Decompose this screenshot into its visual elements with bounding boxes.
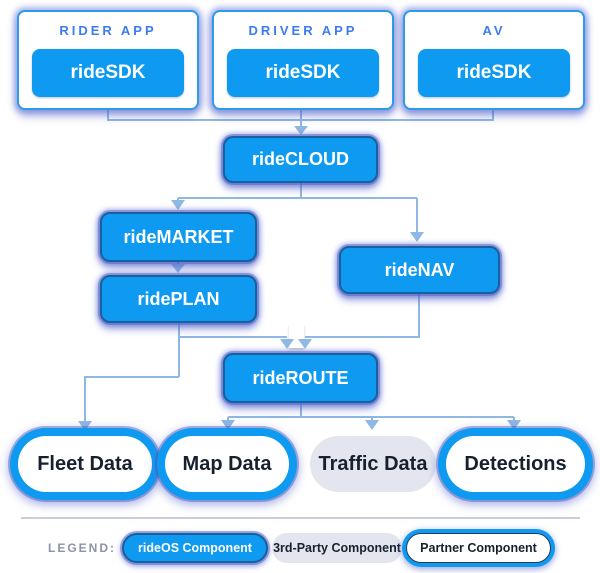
av-app-title: AV xyxy=(482,23,506,38)
node-ridenav: rideNAV xyxy=(339,246,500,294)
legend-item-rideos-component: rideOS Component xyxy=(122,533,268,563)
ridesdk-node-driver: rideSDK xyxy=(227,49,379,97)
node-ridecloud: rideCLOUD xyxy=(223,136,378,183)
node-rideplan: ridePLAN xyxy=(100,275,257,323)
legend-item-partner-component: Partner Component xyxy=(406,533,551,563)
legend-label: LEGEND: xyxy=(48,541,116,555)
node-rideroute: rideROUTE xyxy=(223,353,378,403)
legend-divider xyxy=(21,517,580,519)
app-card-av: AV rideSDK xyxy=(403,10,585,110)
ridesdk-node-av: rideSDK xyxy=(418,49,570,97)
ridesdk-node-rider: rideSDK xyxy=(32,49,184,97)
pill-map-data: Map Data xyxy=(165,436,289,492)
pill-detections: Detections xyxy=(446,436,585,492)
rider-app-title: RIDER APP xyxy=(59,23,157,38)
pill-traffic-data: Traffic Data xyxy=(310,436,436,492)
app-card-driver: DRIVER APP rideSDK xyxy=(212,10,394,110)
legend-item-third-party-component: 3rd-Party Component xyxy=(272,533,402,563)
node-ridemarket: rideMARKET xyxy=(100,212,257,262)
app-card-rider: RIDER APP rideSDK xyxy=(17,10,199,110)
pill-fleet-data: Fleet Data xyxy=(18,436,152,492)
driver-app-title: DRIVER APP xyxy=(248,23,358,38)
